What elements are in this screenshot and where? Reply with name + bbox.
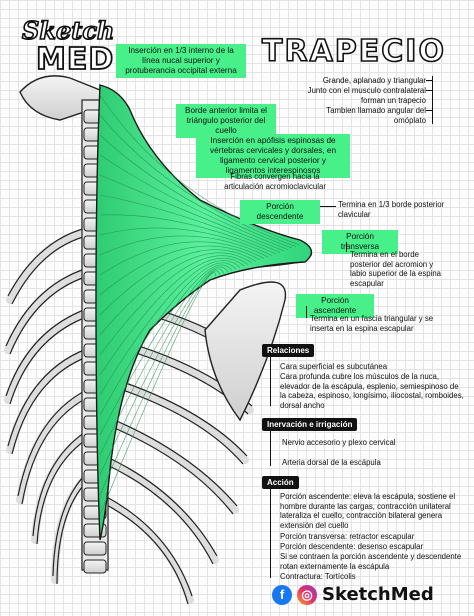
note-porcion-descendente: Termina en 1/3 borde posterior clavicula…	[338, 200, 445, 219]
muscle-fiber	[99, 134, 293, 249]
muscle-fiber	[99, 245, 261, 296]
muscle-fiber	[99, 262, 237, 416]
accion-item: Porción descendente: desenso escapular	[280, 542, 424, 551]
sketchmed-logo: Sketch MED	[16, 15, 115, 78]
relaciones-item: Cara superficial es subcutánea	[280, 362, 388, 371]
logo-line2: MED	[35, 41, 115, 78]
section-header-accion: Acción	[262, 476, 299, 489]
note-porcion-ascendente: Termina en un fascia triangular y se ins…	[310, 314, 434, 333]
pointer-line	[346, 242, 348, 252]
facebook-icon[interactable]: f	[272, 584, 292, 605]
muscle-fiber	[99, 255, 249, 356]
section-bracket	[270, 488, 271, 578]
label-fibras: Fibras convergen hacia la articulación a…	[224, 172, 326, 191]
muscle-fiber	[99, 174, 285, 252]
note-porcion-transversa: Termina en el borde posterior del acromi…	[350, 250, 442, 288]
desc-item: Grande, aplanado y triangular	[322, 76, 426, 85]
muscle-fiber	[99, 260, 241, 396]
muscle-fiber	[99, 264, 233, 436]
vertebra	[83, 541, 107, 556]
accion-item: Porción ascendente: eleva la escápula, s…	[280, 492, 456, 530]
label-insercion-apofisis: Inserción en apófisis espinosas de vérte…	[196, 134, 350, 178]
muscle-fiber	[99, 194, 281, 253]
muscle-fiber	[99, 270, 221, 496]
label-porcion-ascendente: Porción ascendente	[296, 294, 374, 318]
desc-connector	[426, 80, 432, 82]
inervacion-item: Arteria dorsal de la escápula	[282, 458, 381, 467]
muscle-fiber	[99, 214, 277, 255]
muscle-fiber	[99, 272, 217, 516]
accion-item: Porción transversa: retractor escapular	[280, 532, 415, 541]
relaciones-item: Cara profunda cubre los músculos de la n…	[280, 372, 464, 410]
muscle-fiber	[99, 257, 245, 376]
section-bracket	[270, 356, 271, 406]
inervacion-item: Nervio accesorio y plexo cervical	[282, 438, 396, 447]
accion-item: Si se contraen la porción ascendente y d…	[280, 552, 462, 571]
desc-item: Tambien llamado angular del omóplato	[326, 106, 426, 125]
desc-item: Junto con el musculo contralateral forma…	[307, 86, 426, 105]
label-porcion-descendente: Porción descendente	[240, 200, 320, 224]
desc-connector	[426, 90, 432, 92]
muscle-fiber	[99, 268, 225, 476]
accion-item: Contractura: Tortícolis	[280, 572, 356, 581]
muscle-fiber	[99, 266, 229, 456]
instagram-icon[interactable]: ◎	[297, 584, 317, 605]
muscle-fiber	[99, 249, 257, 316]
muscle-fiber	[99, 154, 289, 250]
section-header-inervacion: Inervación e irrigación	[262, 418, 358, 431]
desc-bracket	[432, 76, 434, 124]
page-title: TRAPECIO	[261, 33, 446, 70]
section-bracket	[270, 430, 271, 466]
muscle-fiber	[99, 241, 265, 276]
label-porcion-transversa: Porción transversa	[322, 230, 398, 254]
label-borde-anterior: Borde anterior limita el triángulo poste…	[176, 104, 276, 138]
pointer-line	[320, 206, 336, 208]
pointer-line	[306, 306, 308, 318]
muscle-fiber	[99, 94, 301, 246]
muscle-fiber	[99, 235, 269, 258]
section-header-relaciones: Relaciones	[262, 344, 315, 357]
logo-line1: Sketch	[21, 15, 115, 46]
label-insercion-superior: Inserción en 1/3 interno de la línea nuc…	[116, 44, 246, 78]
vertebra	[83, 559, 107, 574]
muscle-fiber	[99, 227, 273, 256]
muscle-fiber	[99, 114, 297, 247]
desc-connector	[426, 110, 432, 112]
brand-name: SketchMed	[322, 584, 434, 605]
muscle-fiber	[99, 252, 253, 336]
social-footer: f ◎ SketchMed	[272, 584, 434, 605]
